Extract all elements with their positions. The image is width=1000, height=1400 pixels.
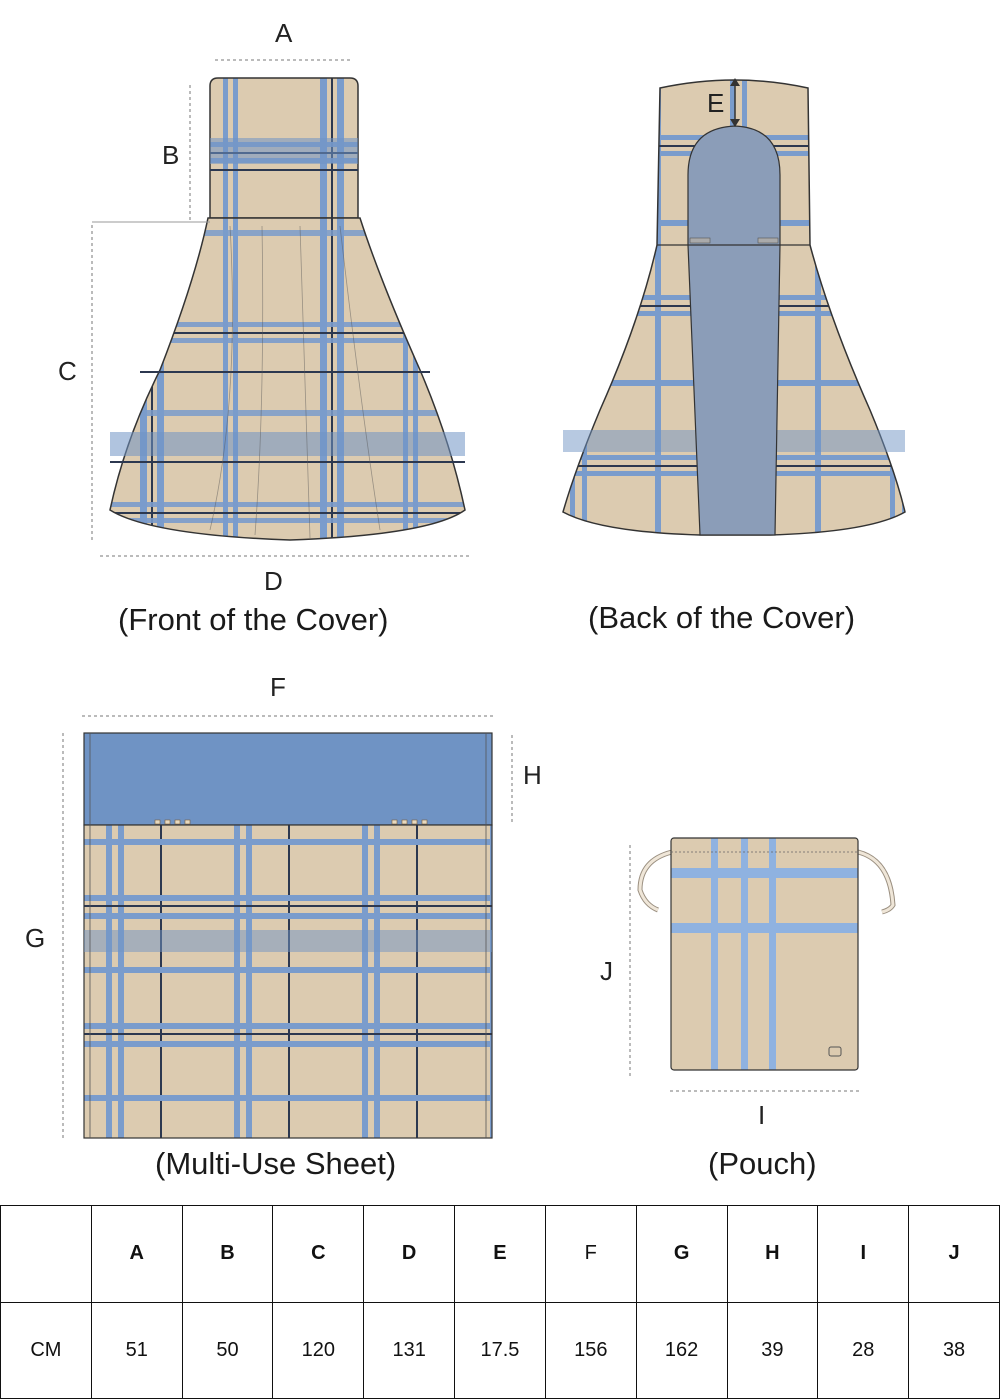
value-cell-j: 38 bbox=[908, 1301, 1000, 1399]
value-cell-f: 156 bbox=[544, 1301, 637, 1399]
label-g: G bbox=[25, 923, 46, 953]
caption-front-cover: (Front of the Cover) bbox=[118, 602, 389, 637]
label-a: A bbox=[275, 18, 293, 48]
value-cell-h: 39 bbox=[726, 1301, 819, 1399]
header-cell-d: D bbox=[363, 1205, 456, 1303]
header-cell-blank bbox=[0, 1205, 92, 1303]
value-cell-c: 120 bbox=[272, 1301, 365, 1399]
size-table-cm-row: CM 51 50 120 131 17.5 156 162 39 28 38 bbox=[0, 1301, 1000, 1399]
value-cell-i: 28 bbox=[817, 1301, 910, 1399]
label-d: D bbox=[264, 566, 283, 596]
size-table: A B C D E F G H I J CM 51 50 120 131 17.… bbox=[0, 1205, 1000, 1399]
header-cell-e: E bbox=[454, 1205, 546, 1303]
label-c: C bbox=[58, 356, 77, 386]
value-cell-e: 17.5 bbox=[454, 1301, 546, 1399]
back-cover-illustration bbox=[562, 79, 906, 536]
pouch-illustration bbox=[637, 837, 896, 1071]
front-cover-illustration bbox=[109, 77, 466, 541]
header-cell-c: C bbox=[272, 1205, 365, 1303]
caption-back-cover: (Back of the Cover) bbox=[588, 600, 856, 635]
label-b: B bbox=[162, 140, 180, 170]
value-cell-b: 50 bbox=[181, 1301, 274, 1399]
label-f: F bbox=[270, 672, 286, 702]
header-cell-h: H bbox=[726, 1205, 819, 1303]
header-cell-a: A bbox=[90, 1205, 183, 1303]
size-table-header-row: A B C D E F G H I J bbox=[0, 1205, 1000, 1303]
unit-cell: CM bbox=[0, 1301, 92, 1399]
value-cell-a: 51 bbox=[90, 1301, 183, 1399]
header-cell-g: G bbox=[635, 1205, 728, 1303]
illustration-canvas bbox=[62, 59, 906, 1140]
label-j: J bbox=[600, 956, 613, 986]
header-cell-j: J bbox=[908, 1205, 1000, 1303]
header-cell-b: B bbox=[181, 1205, 274, 1303]
caption-pouch: (Pouch) bbox=[708, 1146, 817, 1181]
header-cell-i: I bbox=[817, 1205, 910, 1303]
multi-use-sheet-illustration bbox=[83, 732, 493, 1139]
label-h: H bbox=[523, 760, 542, 790]
value-cell-d: 131 bbox=[363, 1301, 456, 1399]
header-cell-f: F bbox=[544, 1205, 637, 1303]
caption-multi-use-sheet: (Multi-Use Sheet) bbox=[155, 1146, 397, 1181]
label-i: I bbox=[758, 1100, 766, 1130]
label-e: E bbox=[707, 88, 725, 118]
value-cell-g: 162 bbox=[635, 1301, 728, 1399]
